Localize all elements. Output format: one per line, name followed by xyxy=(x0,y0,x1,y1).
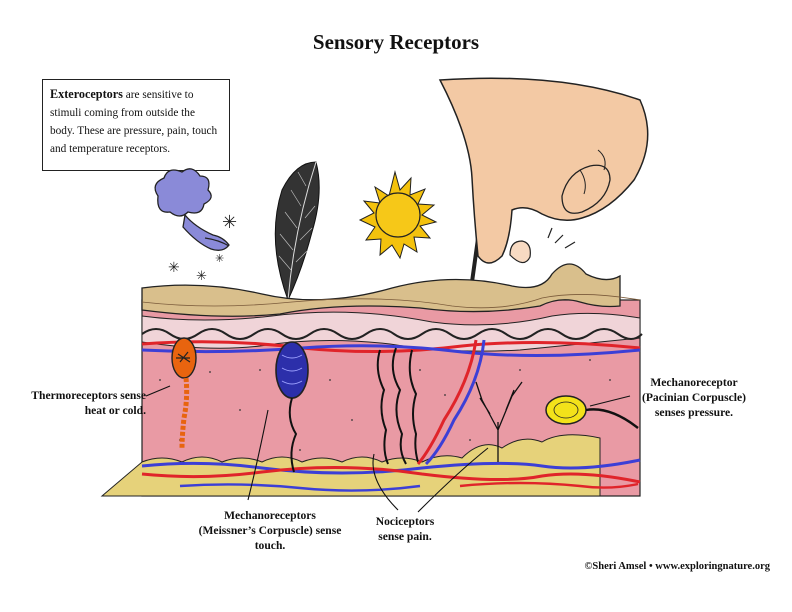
nociceptors-label: Nociceptors sense pain. xyxy=(375,515,435,543)
skin-cross-section xyxy=(100,263,643,497)
copyright-credit: ©Sheri Amsel • www.exploringnature.org xyxy=(584,561,770,572)
sun-icon xyxy=(358,170,438,260)
meissner-corpuscle xyxy=(275,341,309,473)
pacinian-corpuscle-label: Mechanoreceptor (Pacinian Corpuscle) sen… xyxy=(641,376,746,419)
svg-text:✳: ✳ xyxy=(222,212,237,232)
svg-text:✳: ✳ xyxy=(168,261,180,276)
cold-wind-icon: ✳ ✳ ✳ ✳ xyxy=(154,168,237,283)
feather-icon xyxy=(274,161,320,302)
label-pointers xyxy=(145,385,631,513)
thermoreceptor xyxy=(171,337,197,449)
nociceptor-nerves xyxy=(376,339,523,466)
svg-text:✳: ✳ xyxy=(215,253,224,265)
pacinian-corpuscle xyxy=(545,395,639,429)
meissner-corpuscle-label: Mechanoreceptors (Meissner’s Corpuscle) … xyxy=(198,509,342,552)
info-box-term: Exteroceptors xyxy=(50,87,123,101)
diagram-title: Sensory Receptors xyxy=(312,30,480,54)
thermoreceptors-label: Thermoreceptors sense heat or cold. xyxy=(31,389,146,417)
hand-icon xyxy=(438,77,649,264)
info-box-text: are sensitive to stimuli coming from out… xyxy=(50,89,218,155)
exteroceptors-info-box: Exteroceptors are sensitive to stimuli c… xyxy=(42,79,230,171)
svg-text:✳: ✳ xyxy=(196,268,207,283)
